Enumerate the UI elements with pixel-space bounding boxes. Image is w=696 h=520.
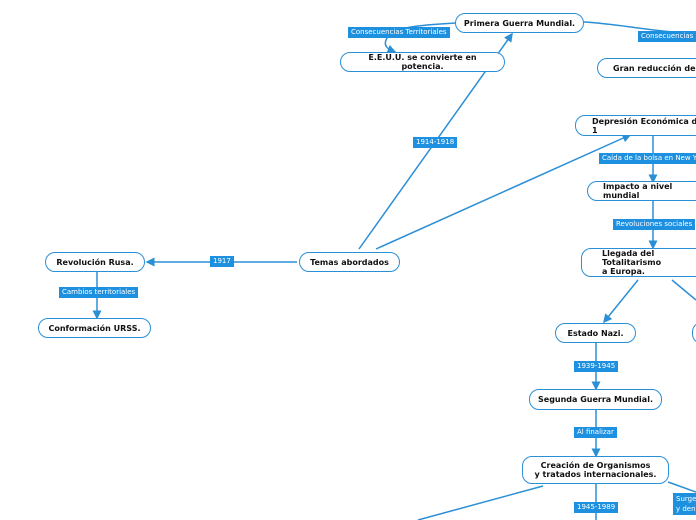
link-creacion-right [667, 481, 696, 493]
link-primera-eeuu [384, 22, 457, 54]
node-gran-reduccion[interactable]: Gran reducción de la [597, 58, 696, 78]
link-creacion-left [417, 485, 544, 520]
label-consecuencias-d: Consecuencias D [638, 31, 696, 42]
node-primera-guerra[interactable]: Primera Guerra Mundial. [455, 13, 584, 33]
link-temas-depresion [375, 133, 632, 250]
node-eeuu-potencia[interactable]: E.E.U.U. se convierte en potencia. [340, 52, 505, 72]
label-revoluciones-sociales: Revoluciones sociales [613, 219, 696, 230]
label-1939-1945: 1939-1945 [574, 361, 619, 372]
node-temas-abordados[interactable]: Temas abordados [299, 252, 400, 272]
node-segunda-guerra[interactable]: Segunda Guerra Mundial. [529, 389, 662, 410]
node-llegada-totalitarismo[interactable]: Llegada del Totalitarismo a Europa. [581, 248, 696, 277]
label-cambios-territoriales: Cambios territoriales [59, 287, 139, 298]
node-revolucion-rusa[interactable]: Revolución Rusa. [45, 252, 145, 272]
node-conformacion-urss[interactable]: Conformación URSS. [38, 318, 151, 338]
label-1917: 1917 [210, 256, 234, 267]
node-estado-nazi[interactable]: Estado Nazi. [555, 323, 636, 343]
label-surge: Surge y den [673, 493, 696, 515]
node-depresion-economica[interactable]: Depresión Económica de 1 [575, 115, 696, 136]
label-1914-1918: 1914-1918 [413, 137, 458, 148]
node-creacion-organismos[interactable]: Creación de Organismos y tratados intern… [522, 456, 669, 484]
label-caida-bolsa: Caída de la bolsa en New Yor [599, 153, 696, 164]
label-1945-1989: 1945-1989 [574, 502, 619, 513]
link-llegada-nazi [603, 279, 639, 324]
label-al-finalizar: Al finalizar [574, 427, 617, 438]
link-llegada-right [671, 279, 696, 301]
label-consecuencias-territoriales: Consecuencias Territoriales [348, 27, 450, 38]
node-impacto-mundial[interactable]: Impacto a nivel mundial [587, 181, 696, 201]
